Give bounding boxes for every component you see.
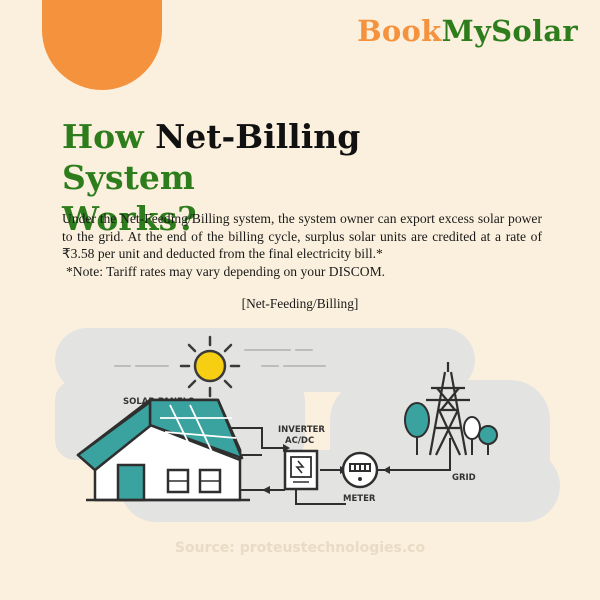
net-billing-diagram: SOLAR PANELS INVERTER AC/DC [55, 328, 560, 522]
description-paragraph: Under the Net-Feeding/Billing system, th… [62, 211, 542, 261]
title-word-how: How [62, 117, 156, 156]
meter-icon [341, 451, 379, 489]
label-inverter: INVERTER [278, 425, 325, 435]
label-meter: METER [343, 494, 376, 504]
title-word-system: System [62, 158, 195, 197]
tariff-note: *Note: Tariff rates may vary depending o… [66, 264, 386, 279]
page-title: How Net-Billing System Works? [62, 116, 482, 239]
brand-logo-part-book: Book [357, 14, 442, 48]
diagram-caption: [Net-Feeding/Billing] [241, 296, 359, 311]
decorative-corner-shape [42, 0, 162, 90]
decorative-dash-lines [114, 349, 326, 367]
title-word-net-billing: Net-Billing [155, 117, 361, 156]
brand-logo: BookMySolar [357, 14, 578, 48]
brand-logo-part-mysolar: MySolar [441, 14, 578, 48]
label-grid: GRID [452, 473, 476, 483]
label-inverter-acdc: AC/DC [285, 436, 314, 446]
tree-icons [404, 402, 498, 455]
inverter-icon [283, 449, 319, 491]
title-word-works: Works? [62, 199, 197, 238]
source-credit: Source: proteustechnologies.co [174, 540, 426, 556]
transmission-tower-icon [426, 362, 470, 456]
house-icon [76, 398, 250, 502]
sun-icon [179, 335, 241, 398]
